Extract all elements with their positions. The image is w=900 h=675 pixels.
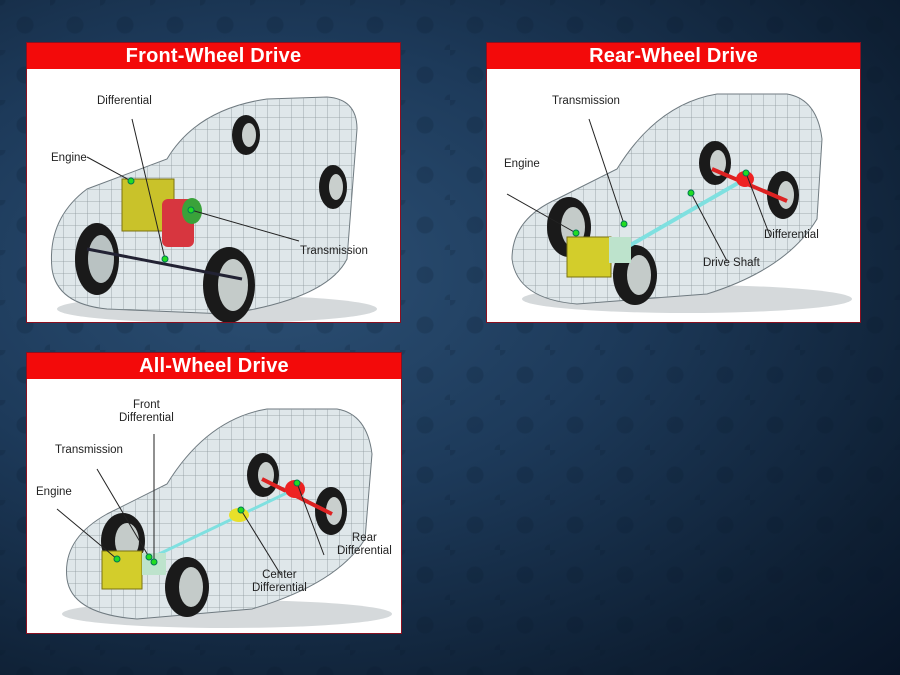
panel-title: All-Wheel Drive [27,353,401,379]
car-wireframe-illustration [506,93,852,313]
wheel-icon [319,165,347,209]
wheel-icon [699,141,731,185]
marker-dot-icon [742,169,750,177]
marker-dot-icon [620,220,628,228]
label-drive-shaft: Drive Shaft [703,257,760,269]
marker-dot-icon [687,189,695,197]
wheel-icon [315,487,347,535]
wheel-icon [203,247,255,322]
marker-dot-icon [237,506,245,514]
label-transmission: Transmission [55,444,123,456]
wheel-icon [767,171,799,219]
panel-title: Front-Wheel Drive [27,43,400,69]
wheel-icon [232,115,260,155]
label-engine: Engine [504,158,540,170]
marker-dot-icon [161,255,169,263]
marker-dot-icon [145,553,153,561]
marker-dot-icon [150,558,158,566]
label-engine: Engine [51,152,87,164]
marker-dot-icon [113,555,121,563]
label-differential: Differential [97,95,152,107]
label-differential: Differential [764,229,819,241]
all-wheel-drive-panel: All-Wheel Drive Front Differential [26,352,402,634]
panel-title: Rear-Wheel Drive [487,43,860,69]
engine-block-icon [566,236,612,278]
wheel-icon [247,453,279,497]
marker-dot-icon [293,479,301,487]
transmission-icon [609,237,631,263]
label-transmission: Transmission [300,245,368,257]
marker-dot-icon [127,177,135,185]
wheel-icon [75,223,119,295]
label-rear-differential: Rear Differential [337,532,392,557]
wheel-icon [165,557,209,617]
marker-dot-icon [572,229,580,237]
car-wireframe-illustration [56,408,392,628]
engine-block-icon [101,550,143,590]
label-engine: Engine [36,486,72,498]
marker-dot-icon [187,206,195,214]
car-wireframe-illustration [50,96,377,322]
label-center-differential: Center Differential [252,569,307,594]
label-front-differential: Front Differential [119,399,174,424]
label-transmission: Transmission [552,95,620,107]
front-wheel-drive-panel: Front-Wheel Drive Differential Engine Tr… [26,42,401,323]
rear-wheel-drive-panel: Rear-Wheel Drive Transmission Engine Dif… [486,42,861,323]
